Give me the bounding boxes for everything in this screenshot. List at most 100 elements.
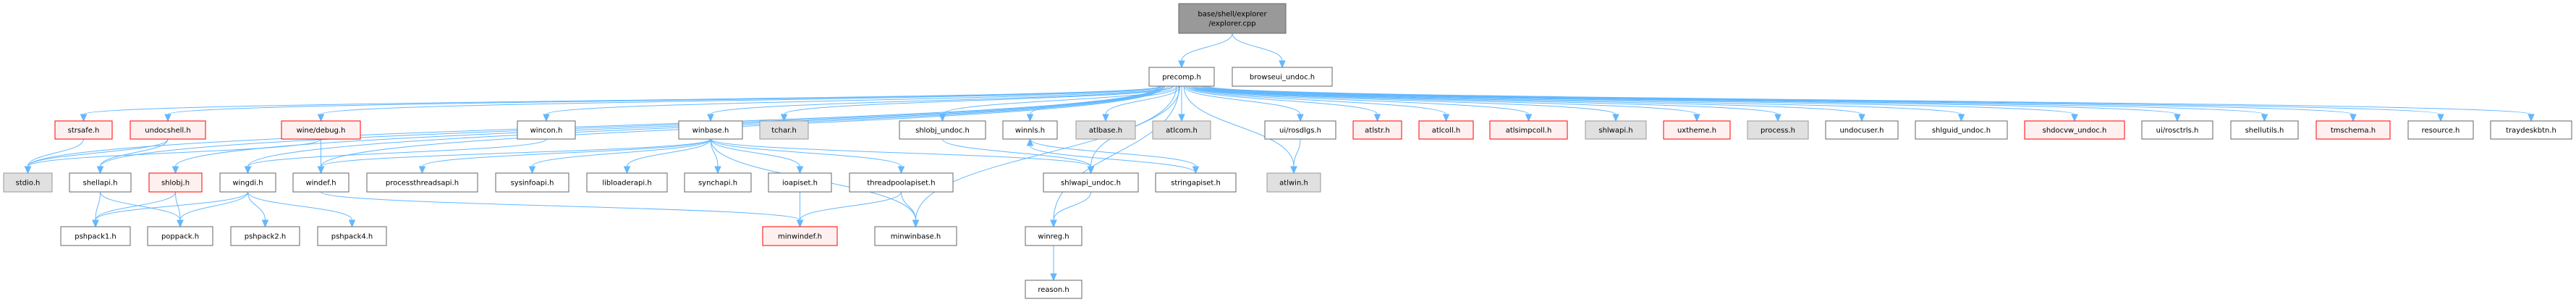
node-wincon[interactable]: wincon.h xyxy=(517,120,576,140)
node-label: pshpack4.h xyxy=(331,233,373,241)
node-browseui_undoc[interactable]: browseui_undoc.h xyxy=(1232,67,1333,87)
node-shellutils[interactable]: shellutils.h xyxy=(2230,120,2299,140)
node-label: precomp.h xyxy=(1162,74,1201,82)
node-pshpack2[interactable]: pshpack2.h xyxy=(230,226,300,246)
node-pshpack4[interactable]: pshpack4.h xyxy=(317,226,387,246)
node-atlwin[interactable]: atlwin.h xyxy=(1266,172,1321,193)
arrowhead-icon xyxy=(164,114,171,122)
node-poppack[interactable]: poppack.h xyxy=(147,226,213,246)
node-box xyxy=(586,172,668,193)
node-atlcoll[interactable]: atlcoll.h xyxy=(1418,120,1474,140)
node-winedebug[interactable]: wine/debug.h xyxy=(281,120,361,140)
node-shlobj[interactable]: shlobj.h xyxy=(148,172,203,193)
node-sysinfoapi[interactable]: sysinfoapi.h xyxy=(495,172,569,193)
edge-rosdlgs-to-atlwin xyxy=(1293,138,1301,167)
node-shellapi[interactable]: shellapi.h xyxy=(69,172,132,193)
node-ioapiset[interactable]: ioapiset.h xyxy=(768,172,832,193)
node-winnls[interactable]: winnls.h xyxy=(1002,120,1058,140)
edge-windef-to-minwindef xyxy=(321,191,800,221)
node-shdocvw_undoc[interactable]: shdocvw_undoc.h xyxy=(2024,120,2125,140)
node-root[interactable]: base/shell/explorer/explorer.cpp xyxy=(1178,3,1287,34)
node-reason[interactable]: reason.h xyxy=(1025,280,1082,299)
edge-shellapi-to-poppack xyxy=(100,191,181,221)
node-label: shlwapi.h xyxy=(1598,127,1632,135)
arrowhead-icon xyxy=(1026,138,1034,146)
node-undocshell[interactable]: undocshell.h xyxy=(130,120,206,140)
node-box xyxy=(1352,120,1402,140)
node-label: reason.h xyxy=(1038,286,1069,294)
node-box xyxy=(1264,120,1336,140)
edge-precomp-to-winedebug xyxy=(321,85,1165,115)
node-label: /explorer.cpp xyxy=(1208,20,1255,28)
edge-precomp-to-wincon xyxy=(546,85,1169,115)
edge-winnls-to-stringapiset xyxy=(1030,138,1196,167)
edge-shellapi-to-pshpack1 xyxy=(95,191,101,221)
node-atlbase[interactable]: atlbase.h xyxy=(1075,120,1136,140)
node-label: undocuser.h xyxy=(1839,127,1884,135)
node-precomp[interactable]: precomp.h xyxy=(1148,67,1215,87)
arrowhead-icon xyxy=(528,166,536,175)
node-stringapiset[interactable]: stringapiset.h xyxy=(1155,172,1237,193)
node-label: shlguid_undoc.h xyxy=(1932,127,1991,135)
edge-precomp-to-undocshell xyxy=(167,85,1162,115)
node-winbase[interactable]: winbase.h xyxy=(678,120,743,140)
node-stdio[interactable]: stdio.h xyxy=(3,172,53,193)
edge-wingdi-to-poppack xyxy=(179,191,248,221)
node-rosctrls[interactable]: ui/rosctrls.h xyxy=(2141,120,2213,140)
node-threadpoolapiset[interactable]: threadpoolapiset.h xyxy=(849,172,954,193)
node-processthreadsapi[interactable]: processthreadsapi.h xyxy=(366,172,478,193)
edge-winedebug-to-stdio xyxy=(27,138,321,167)
edge-precomp-to-rosctrls xyxy=(1201,85,2178,115)
node-pshpack1[interactable]: pshpack1.h xyxy=(60,226,131,246)
edge-shlobj-to-pshpack1 xyxy=(95,191,176,221)
node-label: shellutils.h xyxy=(2245,127,2284,135)
node-undocuser[interactable]: undocuser.h xyxy=(1825,120,1899,140)
node-uxtheme[interactable]: uxtheme.h xyxy=(1663,120,1731,140)
node-box xyxy=(678,120,743,140)
node-minwindef[interactable]: minwindef.h xyxy=(762,226,838,246)
node-tchar[interactable]: tchar.h xyxy=(759,120,809,140)
node-label: wincon.h xyxy=(530,127,563,135)
node-box xyxy=(1178,3,1287,34)
edge-winbase-to-processthreadsapi xyxy=(422,138,711,167)
node-traydeskbtn[interactable]: traydeskbtn.h xyxy=(2490,120,2572,140)
node-rosdlgs[interactable]: ui/rosdlgs.h xyxy=(1264,120,1336,140)
node-label: atlstr.h xyxy=(1365,127,1390,135)
edge-stringapiset-to-winnls xyxy=(1030,145,1196,174)
node-box xyxy=(1825,120,1899,140)
node-shlwapi[interactable]: shlwapi.h xyxy=(1585,120,1647,140)
node-process[interactable]: process.h xyxy=(1747,120,1809,140)
arrowhead-icon xyxy=(1178,114,1185,122)
node-shlobj_undoc[interactable]: shlobj_undoc.h xyxy=(899,120,986,140)
node-strsafe[interactable]: strsafe.h xyxy=(54,120,113,140)
arrowhead-icon xyxy=(1525,114,1533,122)
node-winreg[interactable]: winreg.h xyxy=(1025,226,1082,246)
edge-strsafe-to-stdio xyxy=(27,138,84,167)
node-box xyxy=(148,172,203,193)
node-box xyxy=(849,172,954,193)
arrowhead-icon xyxy=(317,114,325,122)
edge-precomp-to-shlguid_undoc xyxy=(1197,85,1962,115)
node-box xyxy=(684,172,752,193)
node-shlwapi_undoc[interactable]: shlwapi_undoc.h xyxy=(1043,172,1139,193)
node-box xyxy=(768,172,832,193)
edge-precomp-to-strsafe xyxy=(83,85,1161,115)
node-libloaderapi[interactable]: libloaderapi.h xyxy=(586,172,668,193)
node-atlsimpcoll[interactable]: atlsimpcoll.h xyxy=(1489,120,1568,140)
node-atlstr[interactable]: atlstr.h xyxy=(1352,120,1402,140)
node-label: winnls.h xyxy=(1015,127,1045,135)
arrowhead-icon xyxy=(1297,114,1304,122)
node-minwinbase[interactable]: minwinbase.h xyxy=(874,226,957,246)
node-label: stringapiset.h xyxy=(1171,180,1221,188)
node-atlcom[interactable]: atlcom.h xyxy=(1152,120,1211,140)
node-box xyxy=(874,226,957,246)
node-label: minwindef.h xyxy=(778,233,822,241)
node-synchapi[interactable]: synchapi.h xyxy=(684,172,752,193)
edge-precomp-to-winbase xyxy=(710,85,1173,115)
arrowhead-icon xyxy=(171,166,179,175)
node-resource[interactable]: resource.h xyxy=(2407,120,2474,140)
node-wingdi[interactable]: wingdi.h xyxy=(219,172,276,193)
node-shlguid_undoc[interactable]: shlguid_undoc.h xyxy=(1915,120,2008,140)
node-windef[interactable]: windef.h xyxy=(292,172,349,193)
node-tmschema[interactable]: tmschema.h xyxy=(2316,120,2391,140)
